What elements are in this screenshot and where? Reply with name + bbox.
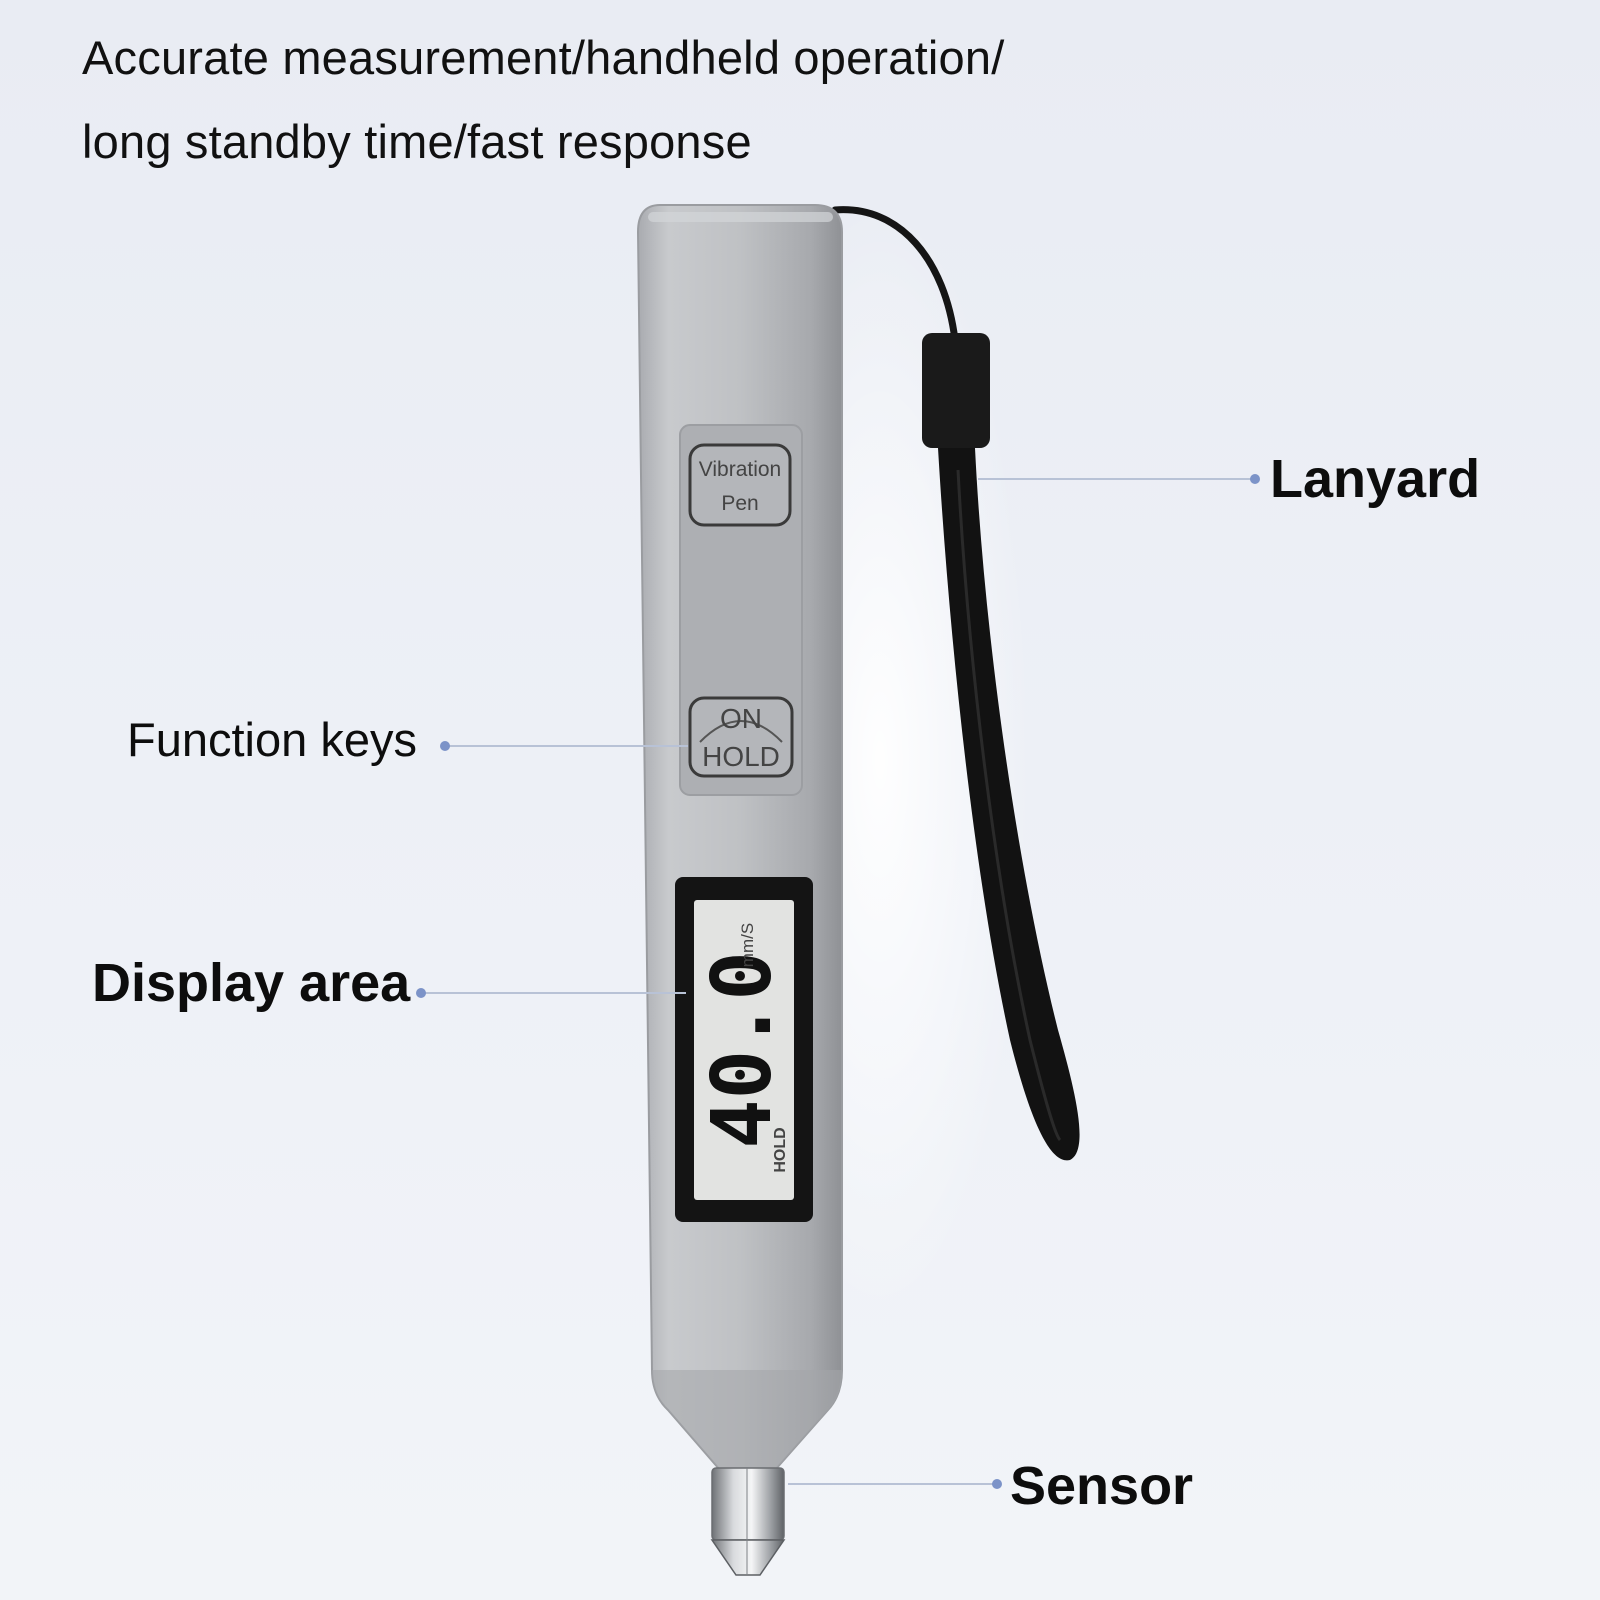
display-area-leader-line (424, 992, 686, 994)
function-keys-leader-dot (440, 741, 450, 751)
display-area-leader-dot (416, 988, 426, 998)
display-area-label: Display area (92, 953, 411, 1013)
lanyard-cord (831, 206, 959, 344)
function-keys-leader-line (448, 745, 688, 747)
lanyard-leader-line (978, 478, 1252, 480)
headline-line-2: long standby time/fast response (82, 115, 752, 168)
brand-key[interactable]: Vibration Pen (688, 443, 792, 527)
headline-line-1: Accurate measurement/handheld operation/ (82, 31, 1005, 84)
brand-key-line-1: Vibration (699, 458, 782, 481)
sensor-label: Sensor (1010, 1456, 1194, 1516)
on-hold-key[interactable]: ON HOLD (688, 696, 794, 778)
on-hold-key-line-1: ON (720, 703, 762, 734)
sensor-leader-dot (992, 1479, 1002, 1489)
lanyard-label: Lanyard (1270, 449, 1481, 509)
sensor-leader-line (788, 1483, 998, 1485)
brand-key-line-2: Pen (721, 492, 758, 515)
lcd-reading: 40.0 (695, 951, 790, 1148)
lcd-status: HOLD (772, 1127, 789, 1172)
lcd-unit: mm/S (738, 923, 757, 967)
on-hold-key-line-2: HOLD (702, 741, 780, 772)
lanyard-strap-inner (956, 469, 1062, 1142)
lcd-display: 40.0 mm/S HOLD (675, 877, 813, 1222)
pen-body (636, 204, 843, 1471)
lanyard-clip (922, 333, 990, 448)
lanyard-leader-dot (1250, 474, 1260, 484)
pen-bottom-shade (652, 1370, 842, 1470)
sensor-tip (710, 1467, 786, 1576)
function-keys-label: Function keys (127, 713, 417, 766)
lanyard-strap (938, 448, 1080, 1161)
pen-top-highlight (648, 212, 833, 222)
